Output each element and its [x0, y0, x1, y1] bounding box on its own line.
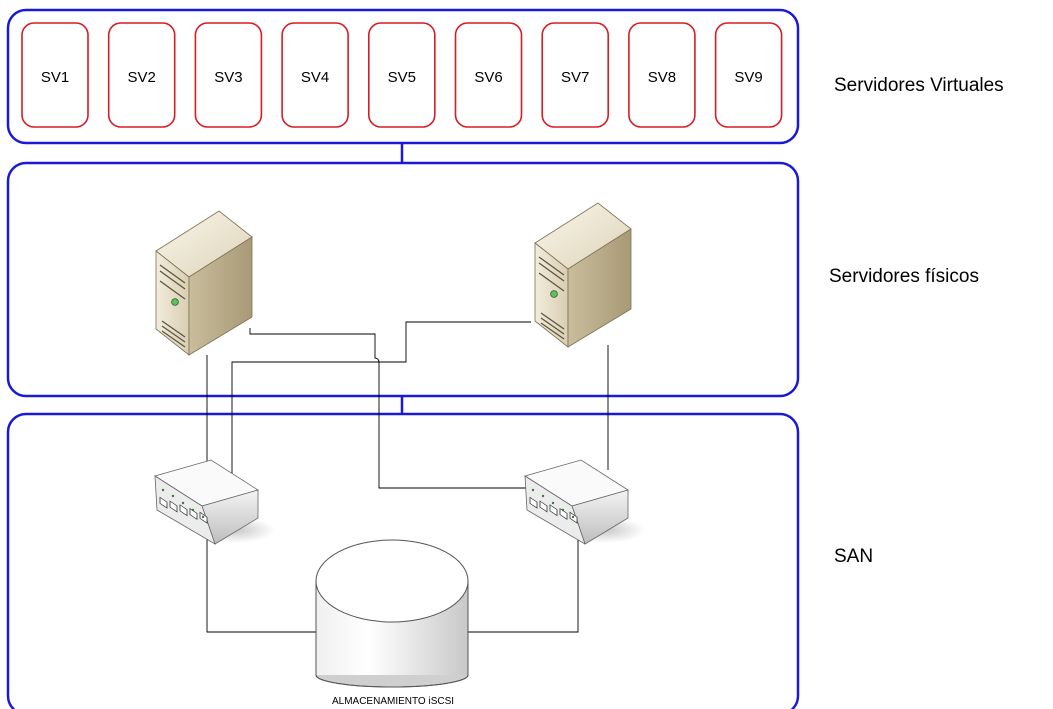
virtual-server-box: SV1 [21, 22, 89, 128]
virtual-server-box: SV7 [541, 22, 610, 128]
link-server1-switch2 [249, 328, 527, 489]
virtual-server-row: SV1 SV2 SV3 SV4 SV5 SV6 SV7 SV8 SV9 [21, 22, 783, 128]
virtual-server-frame [367, 22, 436, 128]
virtual-server-frame [107, 22, 176, 128]
tier-virtual-servers: SV1 SV2 SV3 SV4 SV5 SV6 SV7 SV8 SV9 [6, 8, 800, 145]
virtual-server-box: SV9 [714, 22, 783, 128]
virtual-server-label: SV5 [388, 69, 416, 86]
virtual-server-frame [628, 22, 696, 128]
tier-label-virtual: Servidores Virtuales [834, 75, 1004, 96]
virtual-server-label: SV4 [301, 69, 329, 86]
storage-label: ALMACENAMIENTO iSCSI [332, 696, 454, 707]
virtual-server-label: SV6 [474, 69, 502, 86]
virtual-server-frame [21, 22, 89, 128]
virtual-server-label: SV7 [561, 69, 589, 86]
tier-label-san: SAN [834, 546, 873, 567]
virtual-server-box: SV4 [281, 22, 349, 128]
virtual-server-box: SV5 [367, 22, 436, 128]
physical-server-1-icon [155, 210, 253, 356]
virtual-server-box: SV6 [454, 22, 523, 128]
virtual-server-box: SV8 [628, 22, 696, 128]
virtual-server-label: SV9 [734, 69, 762, 86]
link-switch2-storage [468, 540, 579, 633]
tier-san-box [6, 412, 800, 709]
virtual-server-frame [454, 22, 523, 128]
physical-server-2-icon [534, 202, 632, 348]
network-switch-1-icon [154, 459, 275, 545]
tier-label-physical: Servidores físicos [829, 266, 979, 287]
link-server2-switch1 [231, 321, 531, 474]
link-switch1-storage [206, 536, 318, 633]
virtual-server-frame [194, 22, 263, 128]
virtual-server-label: SV8 [648, 69, 676, 86]
virtual-server-box: SV2 [107, 22, 176, 128]
virtual-server-label: SV3 [214, 69, 242, 86]
virtual-server-label: SV1 [41, 69, 69, 86]
network-switch-2-icon [524, 459, 645, 545]
virtual-server-label: SV2 [128, 69, 156, 86]
tier-physical-box [6, 161, 800, 398]
network-links [206, 321, 609, 633]
storage-cylinder-icon [315, 539, 469, 688]
virtual-server-frame [281, 22, 349, 128]
virtual-server-frame [541, 22, 610, 128]
virtual-server-box: SV3 [194, 22, 263, 128]
virtual-server-frame [714, 22, 783, 128]
